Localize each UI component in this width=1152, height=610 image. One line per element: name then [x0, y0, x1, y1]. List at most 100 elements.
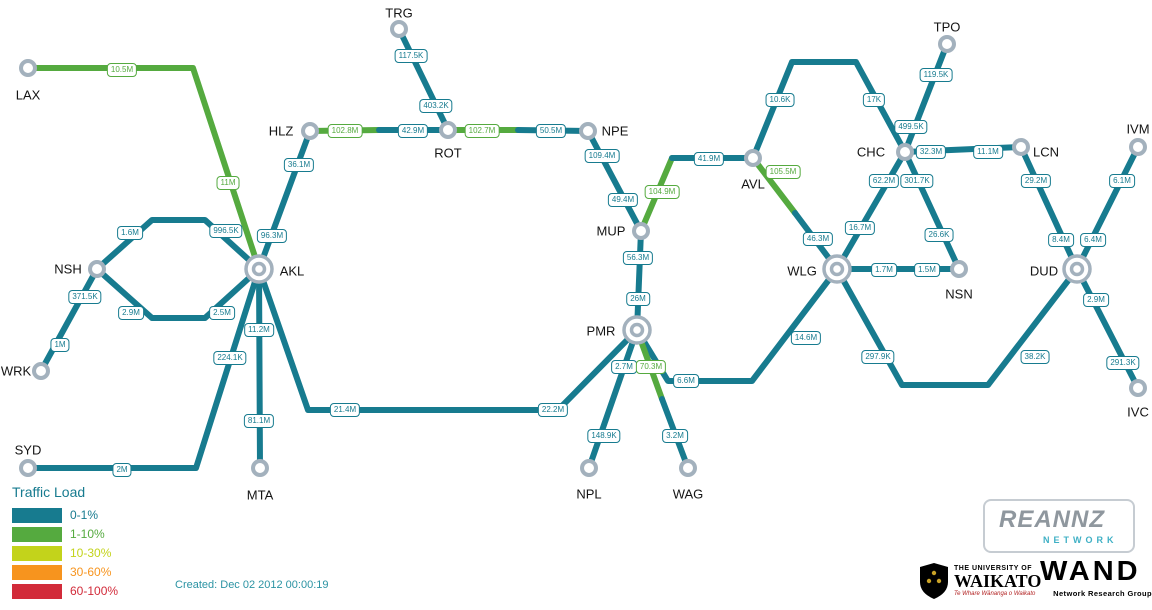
traffic-label-WLG-DUD[interactable]: 297.9K	[861, 350, 895, 364]
traffic-label-AVL-CHC[interactable]: 10.6K	[765, 93, 795, 107]
node-label-SYD: SYD	[14, 442, 42, 458]
traffic-label-MUP-AVL[interactable]: 41.9M	[693, 152, 725, 166]
traffic-label-AKL-HLZ[interactable]: 96.3M	[256, 229, 288, 243]
node-label-TPO: TPO	[933, 19, 961, 35]
traffic-label-TRG-ROT[interactable]: 117.5K	[394, 49, 428, 63]
traffic-label-PMR-WLG[interactable]: 14.6M	[790, 331, 822, 345]
traffic-label-TPO-CHC[interactable]: 119.5K	[919, 68, 953, 82]
link-NSH-AKL	[94, 217, 262, 272]
node-DUD[interactable]	[1062, 254, 1092, 284]
legend-swatch	[12, 526, 62, 542]
traffic-label-MUP-AVL[interactable]: 104.9M	[644, 185, 680, 199]
node-WLG[interactable]	[822, 254, 852, 284]
node-IVC[interactable]	[1129, 379, 1147, 397]
node-AKL[interactable]	[244, 254, 274, 284]
link-AKL-MTA	[256, 266, 263, 471]
node-TPO[interactable]	[938, 35, 956, 53]
waikato-crest-icon	[920, 563, 948, 599]
traffic-label-AKL-MTA[interactable]: 81.1M	[243, 414, 275, 428]
legend-label: 0-1%	[70, 508, 99, 522]
legend-label: 30-60%	[70, 565, 112, 579]
node-label-MUP: MUP	[596, 223, 626, 239]
link-AKL-HLZ	[256, 128, 313, 272]
traffic-label-AVL-WLG[interactable]: 105.5M	[765, 165, 801, 179]
traffic-label-PMR-WAG[interactable]: 70.3M	[635, 360, 667, 374]
traffic-label-AVL-WLG[interactable]: 46.3M	[802, 232, 834, 246]
traffic-label-WLG-NSN[interactable]: 1.5M	[914, 263, 940, 277]
node-ROT[interactable]	[439, 121, 457, 139]
node-label-AVL: AVL	[741, 176, 765, 192]
traffic-label-NSH-AKL[interactable]: 2.5M	[209, 306, 235, 320]
traffic-label-AVL-CHC[interactable]: 17K	[862, 93, 886, 107]
node-label-TRG: TRG	[385, 5, 413, 21]
node-WAG[interactable]	[679, 459, 697, 477]
traffic-label-NPE-MUP[interactable]: 109.4M	[584, 149, 620, 163]
node-PMR[interactable]	[622, 315, 652, 345]
link-AVL-CHC	[750, 59, 908, 161]
wand-subtitle: Network Research Group	[1053, 589, 1152, 598]
traffic-label-MUP-PMR[interactable]: 56.3M	[622, 251, 654, 265]
traffic-label-NSH-WRK[interactable]: 371.5K	[68, 290, 102, 304]
traffic-label-DUD-IVC[interactable]: 2.9M	[1083, 293, 1109, 307]
traffic-label-TPO-CHC[interactable]: 499.5K	[894, 120, 928, 134]
traffic-label-NPE-MUP[interactable]: 49.4M	[607, 193, 639, 207]
node-MUP[interactable]	[632, 222, 650, 240]
link-PMR-WLG	[634, 266, 840, 384]
wand-logo-text: WAND	[1040, 556, 1141, 587]
traffic-label-MUP-PMR[interactable]: 26M	[626, 292, 650, 306]
traffic-label-SYD-AKL[interactable]: 224.1K	[213, 351, 247, 365]
traffic-label-HLZ-ROT[interactable]: 102.8M	[327, 124, 363, 138]
traffic-label-NSH-AKL[interactable]: 2.9M	[118, 306, 144, 320]
node-LAX[interactable]	[19, 59, 37, 77]
node-NPE[interactable]	[579, 122, 597, 140]
traffic-label-PMR-NPL[interactable]: 2.7M	[611, 360, 637, 374]
traffic-label-DUD-IVC[interactable]: 291.3K	[1106, 356, 1140, 370]
traffic-label-LCN-DUD[interactable]: 29.2M	[1020, 174, 1052, 188]
traffic-label-LCN-DUD[interactable]: 8.4M	[1048, 233, 1074, 247]
traffic-label-WLG-CHC[interactable]: 16.7M	[844, 221, 876, 235]
traffic-label-ROT-NPE[interactable]: 50.5M	[535, 124, 567, 138]
traffic-label-PMR-WLG[interactable]: 6.6M	[673, 374, 699, 388]
traffic-label-NSH-WRK[interactable]: 1M	[50, 338, 70, 352]
traffic-label-PMR-NPL[interactable]: 148.9K	[587, 429, 621, 443]
traffic-label-IVM-DUD[interactable]: 6.1M	[1109, 174, 1135, 188]
node-NSN[interactable]	[950, 260, 968, 278]
node-IVM[interactable]	[1129, 138, 1147, 156]
traffic-label-NSH-AKL[interactable]: 996.5K	[209, 224, 243, 238]
traffic-label-CHC-LCN[interactable]: 11.1M	[973, 145, 1003, 159]
traffic-label-CHC-LCN[interactable]: 32.3M	[915, 145, 947, 159]
node-NPL[interactable]	[580, 459, 598, 477]
traffic-label-WLG-NSN[interactable]: 1.7M	[871, 263, 897, 277]
legend-title: Traffic Load	[12, 484, 86, 500]
traffic-label-AKL-MTA[interactable]: 11.2M	[244, 323, 274, 337]
traffic-label-WLG-DUD[interactable]: 38.2K	[1020, 350, 1050, 364]
traffic-label-ROT-NPE[interactable]: 102.7M	[464, 124, 500, 138]
node-HLZ[interactable]	[301, 122, 319, 140]
node-label-IVC: IVC	[1127, 404, 1149, 420]
traffic-label-CHC-NSN[interactable]: 301.7K	[900, 174, 934, 188]
node-AVL[interactable]	[744, 149, 762, 167]
node-MTA[interactable]	[251, 459, 269, 477]
traffic-label-CHC-NSN[interactable]: 26.6K	[924, 228, 954, 242]
traffic-label-PMR-WAG[interactable]: 3.2M	[662, 429, 688, 443]
traffic-label-WLG-CHC[interactable]: 62.2M	[868, 174, 900, 188]
traffic-label-AKL-PMR[interactable]: 22.2M	[537, 403, 569, 417]
traffic-label-TRG-ROT[interactable]: 403.2K	[419, 99, 453, 113]
traffic-label-AKL-HLZ[interactable]: 36.1M	[283, 158, 315, 172]
traffic-label-IVM-DUD[interactable]: 6.4M	[1080, 233, 1106, 247]
traffic-label-HLZ-ROT[interactable]: 42.9M	[397, 124, 429, 138]
node-CHC[interactable]	[896, 143, 914, 161]
node-SYD[interactable]	[19, 459, 37, 477]
node-TRG[interactable]	[390, 20, 408, 38]
traffic-load-legend: Traffic Load 0-1%1-10%10-30%30-60%60-100…	[12, 484, 118, 601]
reannz-logo-text: REANNZ	[999, 505, 1105, 533]
traffic-label-NSH-AKL[interactable]: 1.6M	[117, 226, 143, 240]
traffic-label-AKL-PMR[interactable]: 21.4M	[329, 403, 361, 417]
node-WRK[interactable]	[32, 362, 50, 380]
traffic-label-LAX-AKL[interactable]: 11M	[216, 176, 240, 190]
traffic-label-LAX-AKL[interactable]: 10.5M	[106, 63, 138, 77]
traffic-label-SYD-AKL[interactable]: 2M	[112, 463, 132, 477]
node-NSH[interactable]	[88, 260, 106, 278]
link-WLG-DUD	[834, 266, 1080, 388]
node-LCN[interactable]	[1012, 138, 1030, 156]
